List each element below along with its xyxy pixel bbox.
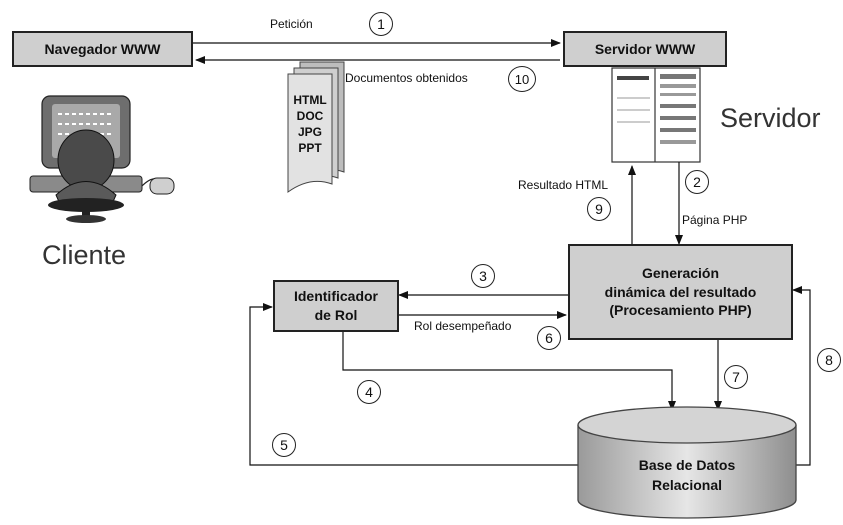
arrow-4 [342, 332, 676, 411]
step-3-badge: 3 [471, 264, 495, 288]
document-types: HTML DOC JPG PPT [288, 92, 332, 156]
server-page-icon [611, 67, 701, 163]
database-line-1: Base de Datos [638, 457, 736, 473]
arrow-8 [791, 286, 811, 466]
user-at-computer-icon [29, 95, 175, 223]
step-7-badge: 7 [724, 365, 748, 389]
document-stack-icon [287, 61, 345, 193]
client-label: Cliente [42, 240, 127, 270]
request-label: Petición [270, 17, 313, 31]
php-generation-line-1: Generación [641, 264, 720, 281]
doc-type-doc: DOC [296, 109, 324, 123]
step-8-badge: 8 [817, 348, 841, 372]
role-identifier-line-1: Identificador [293, 288, 378, 305]
step-1-badge: 1 [369, 12, 393, 36]
php-generation-line-3: (Procesamiento PHP) [609, 302, 752, 319]
browser-box: Navegador WWW [12, 31, 193, 67]
step-9-badge: 9 [587, 197, 611, 221]
php-generation-line-2: dinámica del resultado [604, 283, 757, 300]
php-page-label: Página PHP [682, 213, 748, 227]
web-server-label: Servidor WWW [594, 40, 696, 57]
step-5-badge: 5 [272, 433, 296, 457]
role-played-label: Rol desempeñado [414, 319, 512, 333]
database-label: Base de Datos Relacional [607, 455, 767, 495]
documents-obtained-label: Documentos obtenidos [345, 71, 468, 85]
role-identifier-line-2: de Rol [314, 307, 358, 323]
browser-label: Navegador WWW [44, 40, 161, 57]
step-6-badge: 6 [537, 326, 561, 350]
database-cylinder-icon [577, 406, 797, 519]
doc-type-ppt: PPT [298, 141, 322, 155]
doc-type-html: HTML [293, 93, 327, 107]
role-identifier-box: Identificador de Rol [273, 280, 399, 332]
doc-type-jpg: JPG [297, 125, 322, 139]
server-label: Servidor [720, 103, 821, 133]
step-4-badge: 4 [357, 380, 381, 404]
step-10-badge: 10 [508, 66, 536, 92]
database-line-2: Relacional [651, 477, 723, 493]
web-server-box: Servidor WWW [563, 31, 727, 67]
step-2-badge: 2 [685, 170, 709, 194]
html-result-label: Resultado HTML [518, 178, 609, 192]
php-generation-box: Generación dinámica del resultado (Proce… [568, 244, 793, 340]
arrow-5 [249, 303, 578, 466]
